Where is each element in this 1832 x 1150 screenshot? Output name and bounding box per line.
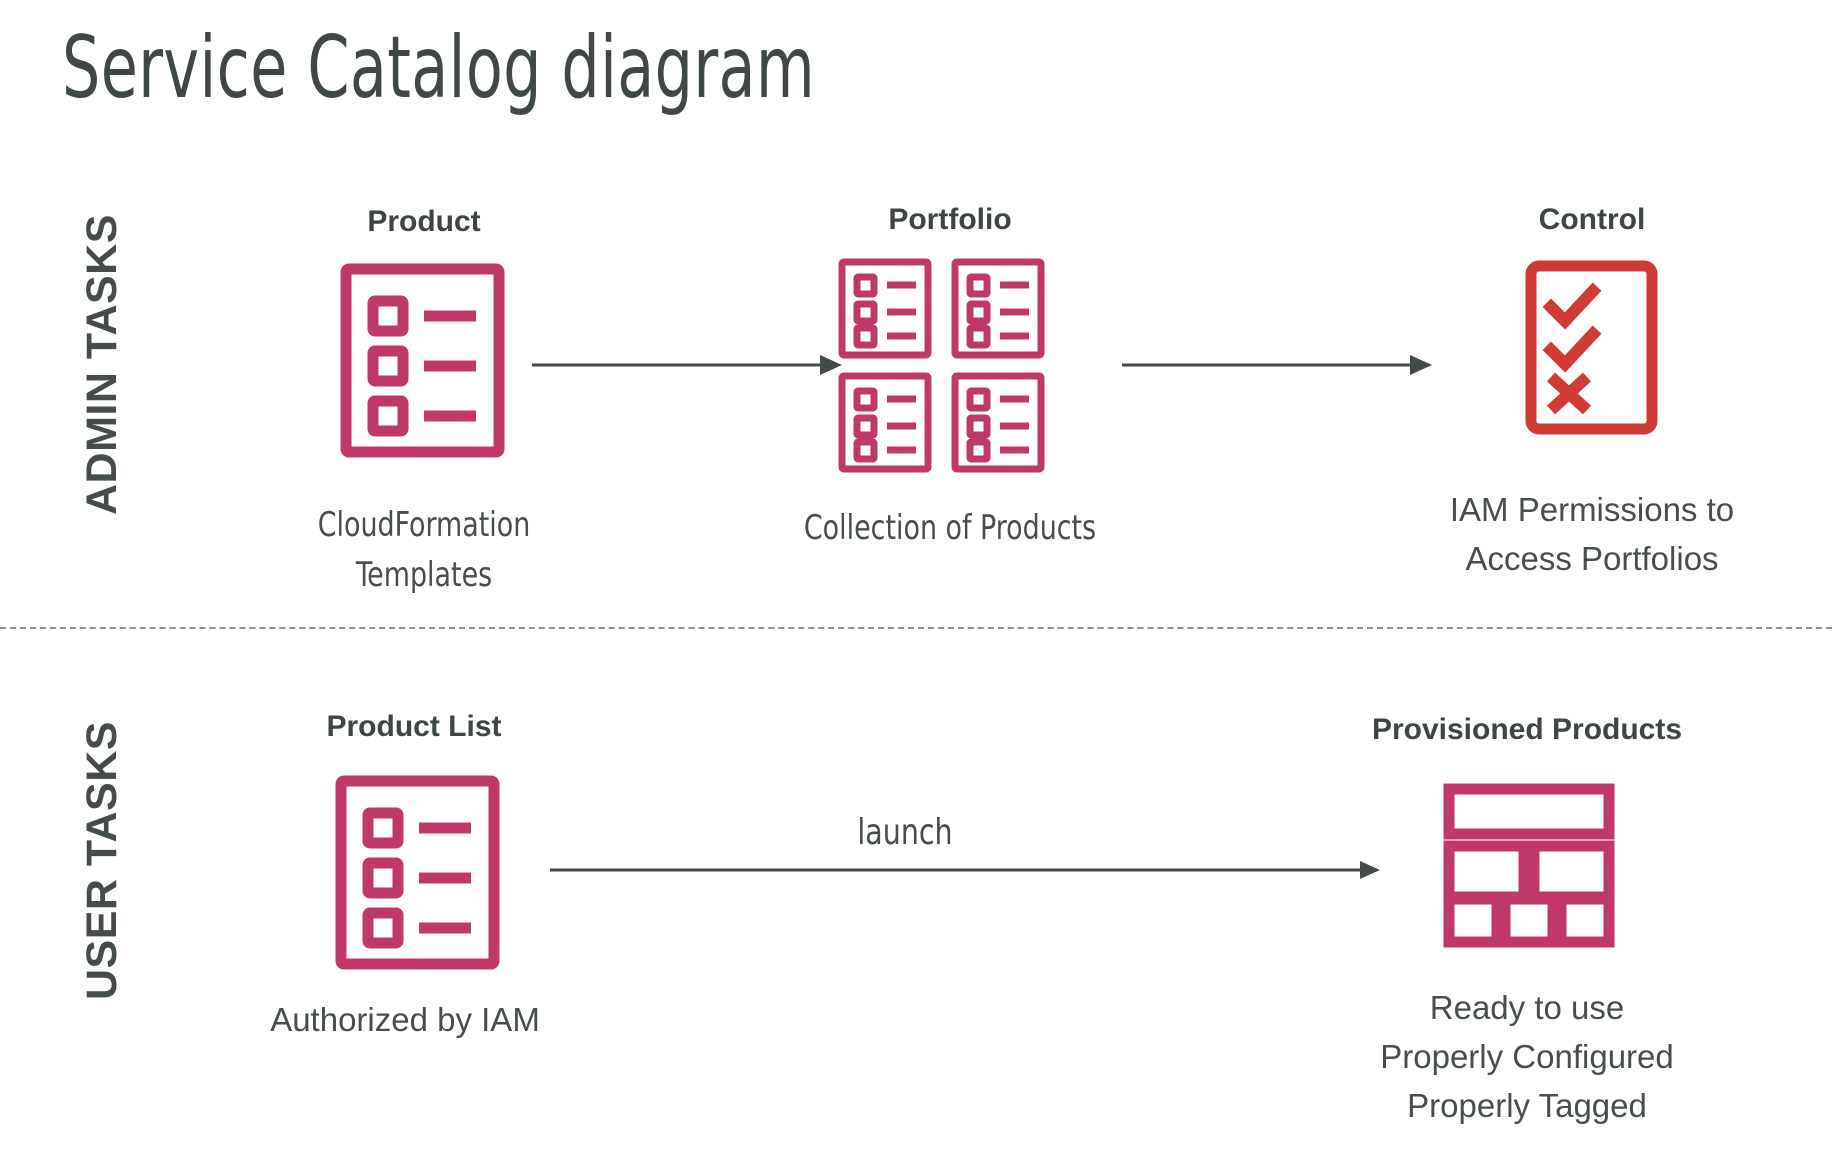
arrow-product-to-portfolio (532, 353, 842, 377)
caption-line: Properly Tagged (1407, 1087, 1647, 1124)
arrow-product-list-to-provisioned (550, 858, 1380, 882)
page-title: Service Catalog diagram (62, 18, 816, 118)
band-label-admin-tasks: ADMIN TASKS (78, 214, 126, 515)
caption-line: Authorized by IAM (270, 1001, 540, 1038)
node-caption-provisioned-products: Ready to use Properly Configured Properl… (1380, 983, 1674, 1130)
caption-line: Access Portfolios (1465, 540, 1719, 577)
product-list-document-icon (340, 263, 505, 458)
band-divider (0, 627, 1832, 629)
node-caption-portfolio: Collection of Products (804, 503, 1096, 553)
caption-line: Ready to use (1429, 989, 1625, 1026)
caption-line: Templates (355, 555, 493, 595)
node-caption-control: IAM Permissions to Access Portfolios (1450, 485, 1734, 583)
band-label-user-tasks: USER TASKS (78, 721, 126, 1000)
node-heading-product-list: Product List (326, 710, 502, 743)
node-heading-provisioned-products: Provisioned Products (1371, 713, 1683, 746)
caption-line: Collection of Products (803, 508, 1097, 548)
caption-line: Properly Configured (1380, 1038, 1674, 1075)
caption-line: CloudFormation (317, 505, 531, 545)
node-caption-product-list: Authorized by IAM (270, 995, 540, 1044)
node-caption-product: CloudFormation Templates (318, 500, 531, 600)
caption-line: IAM Permissions to (1449, 491, 1735, 528)
provisioned-blocks-icon (1443, 783, 1615, 948)
portfolio-grid-icon (838, 258, 1060, 473)
product-list-document-icon (335, 775, 500, 970)
check-mark-icon (1542, 325, 1602, 373)
checklist-control-icon (1525, 260, 1658, 435)
check-mark-icon (1542, 282, 1602, 330)
node-heading-portfolio: Portfolio (888, 203, 1012, 236)
node-heading-product: Product (367, 205, 481, 238)
cross-mark-icon (1546, 372, 1592, 415)
node-heading-control: Control (1538, 203, 1646, 236)
arrow-portfolio-to-control (1122, 353, 1432, 377)
arrow-label-launch: launch (857, 812, 953, 853)
